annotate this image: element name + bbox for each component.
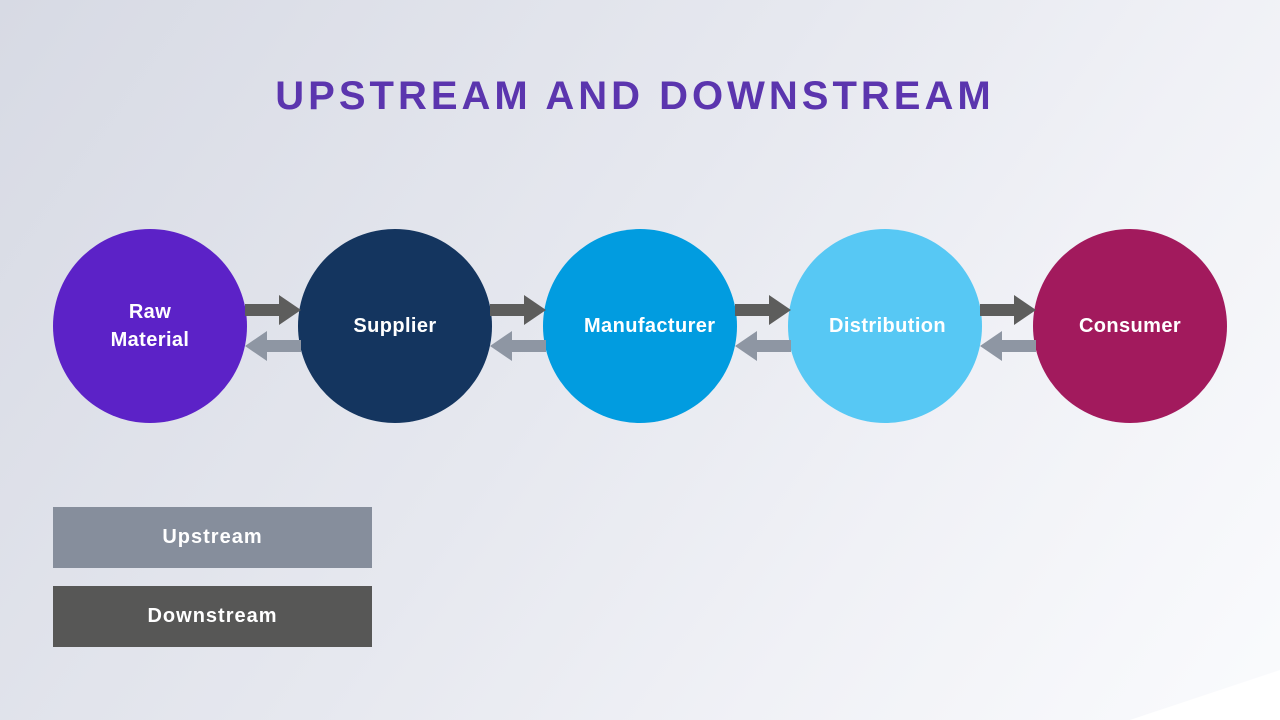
upstream-arrow-icon xyxy=(490,331,546,361)
node-label: Supplier xyxy=(353,315,437,337)
arrow-pair xyxy=(735,295,791,361)
legend-label: Downstream xyxy=(147,605,278,627)
node-manufacturer: Manufacturer xyxy=(543,229,737,423)
arrow-pair xyxy=(980,295,1036,361)
arrow-pair xyxy=(245,295,301,361)
node-raw-material: Raw Material xyxy=(53,229,247,423)
downstream-arrow-icon xyxy=(490,295,546,325)
legend-label: Upstream xyxy=(162,526,263,548)
node-consumer: Consumer xyxy=(1033,229,1227,423)
node-label: Manufacturer xyxy=(584,315,716,337)
background-corner-shape xyxy=(1130,670,1280,720)
upstream-arrow-icon xyxy=(980,331,1036,361)
downstream-arrow-icon xyxy=(735,295,791,325)
upstream-arrow-icon xyxy=(735,331,791,361)
page-title: UPSTREAM AND DOWNSTREAM xyxy=(275,74,995,118)
node-label: Consumer xyxy=(1078,315,1182,337)
downstream-arrow-icon xyxy=(980,295,1036,325)
upstream-arrow-icon xyxy=(245,331,301,361)
legend-downstream: Downstream xyxy=(53,586,372,647)
legend-upstream: Upstream xyxy=(53,507,372,568)
node-distribution: Distribution xyxy=(788,229,982,423)
node-label: Distribution xyxy=(829,315,947,337)
downstream-arrow-icon xyxy=(245,295,301,325)
node-label: Raw Material xyxy=(110,301,190,351)
arrow-pair xyxy=(490,295,546,361)
node-supplier: Supplier xyxy=(298,229,492,423)
